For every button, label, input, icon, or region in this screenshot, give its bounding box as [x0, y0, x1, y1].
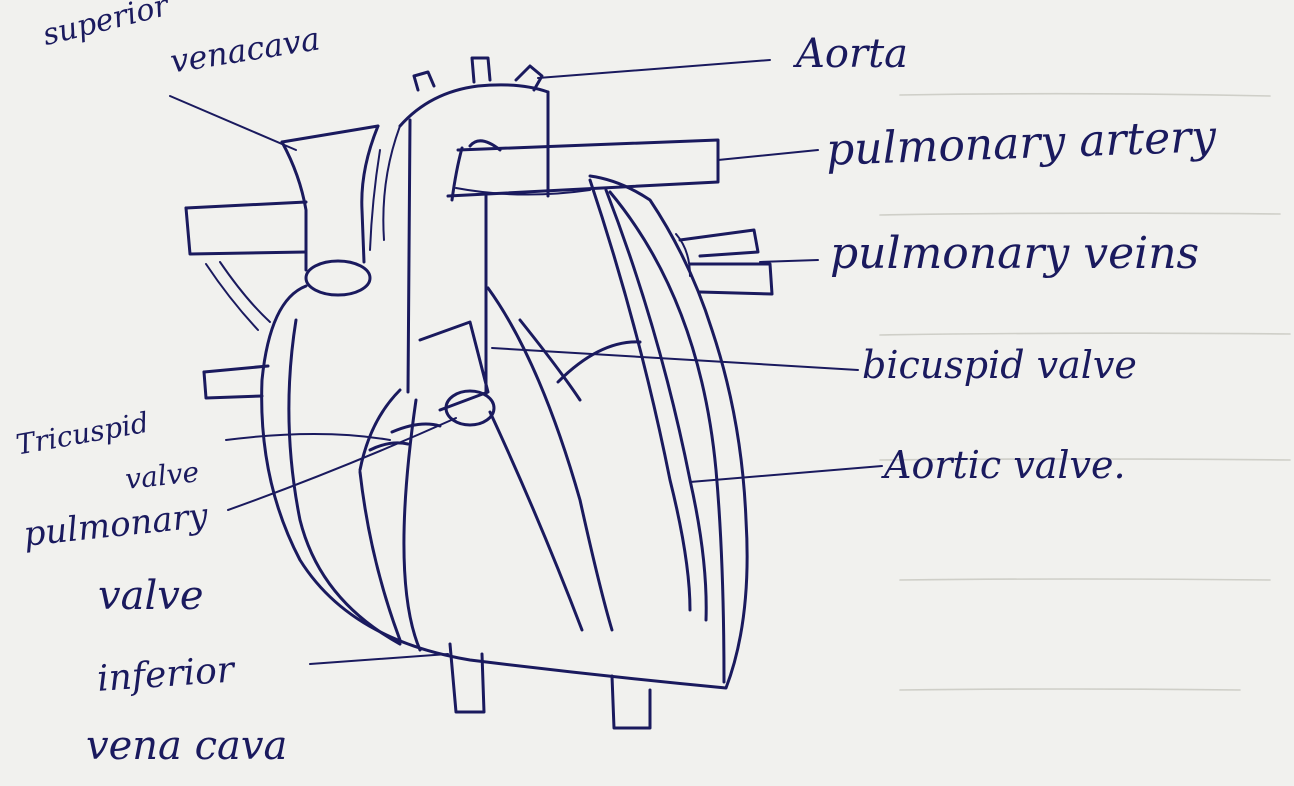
heart-interior-shape — [360, 180, 724, 682]
leader-pulmonary-artery — [718, 150, 818, 160]
pulmonary-artery-shape — [448, 140, 718, 196]
leader-inferior-vena-cava — [310, 654, 448, 664]
label-bicuspid-valve: bicuspid valve — [862, 346, 1137, 384]
label-vena-cava: vena cava — [86, 726, 287, 766]
leader-aorta — [538, 60, 770, 78]
leader-aortic-valve — [690, 466, 882, 482]
lower-vessels-shape — [450, 644, 650, 728]
leader-superior-vena-cava — [170, 96, 296, 150]
leader-bicuspid-valve — [492, 348, 858, 370]
aorta-shape — [383, 58, 548, 392]
leader-lines — [170, 60, 882, 664]
label-pulmonary-valve-word: valve — [98, 576, 204, 616]
leader-tricuspid-valve — [226, 434, 390, 440]
label-aorta: Aorta — [796, 34, 908, 74]
label-pulmonary-veins: pulmonary veins — [830, 232, 1199, 276]
label-tricuspid-valve-word: valve — [124, 458, 200, 494]
label-pulmonary-artery: pulmonary artery — [825, 115, 1216, 173]
label-aortic-valve: Aortic valve. — [884, 446, 1126, 484]
heart-outline-shape — [262, 176, 747, 688]
leader-pulmonary-veins — [760, 260, 818, 262]
superior-vena-cava-shape — [282, 126, 380, 295]
pulmonary-veins-shape — [676, 230, 772, 294]
paper-ruled-lines — [880, 94, 1290, 690]
label-inferior: inferior — [96, 652, 235, 697]
